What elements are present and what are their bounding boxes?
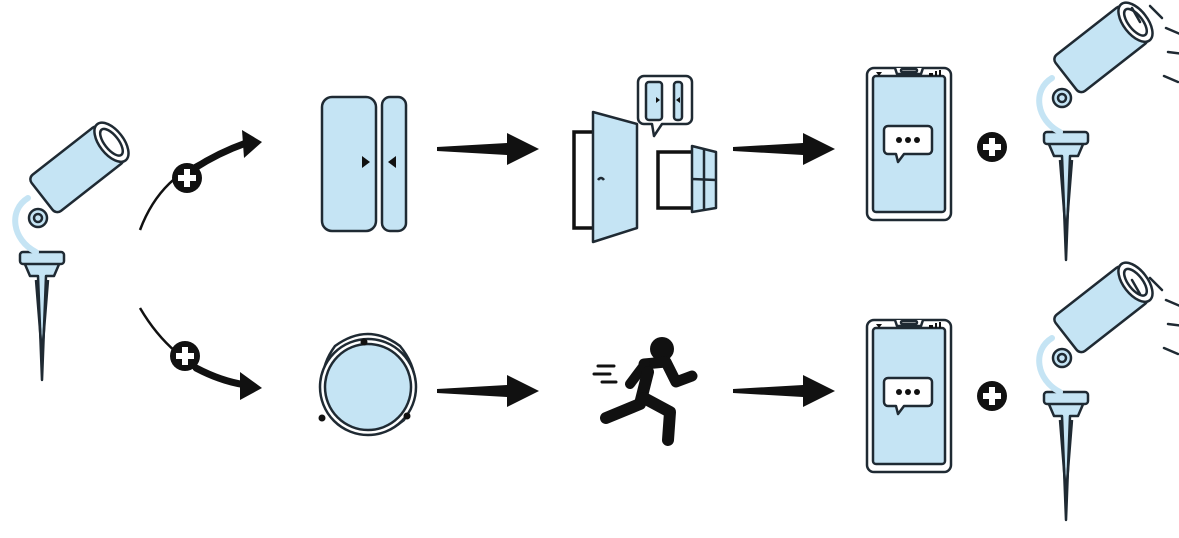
- motion-sensor-icon: [318, 332, 418, 437]
- arrow-right-icon: [733, 375, 835, 407]
- plus-circle-icon: [170, 341, 200, 371]
- arrow-right-icon: [437, 375, 539, 407]
- plus-circle-icon: [172, 163, 202, 193]
- smartphone-notification-icon: [865, 66, 953, 222]
- plus-circle-icon: [977, 381, 1007, 411]
- door-window-sensor-icon: [320, 95, 408, 233]
- branch-bottom-connector: [138, 307, 262, 400]
- spotlight-on-icon: [1039, 0, 1179, 260]
- branch-top-connector: [138, 130, 262, 231]
- door-opened-sensor-triggered-icon: [572, 74, 718, 244]
- arrow-right-icon: [437, 133, 539, 165]
- arrow-right-icon: [733, 133, 835, 165]
- spotlight-on-icon: [1039, 257, 1179, 520]
- plus-circle-icon: [977, 132, 1007, 162]
- spotlight-icon: [15, 117, 135, 380]
- smartphone-notification-icon: [865, 318, 953, 474]
- running-person-icon: [592, 337, 698, 446]
